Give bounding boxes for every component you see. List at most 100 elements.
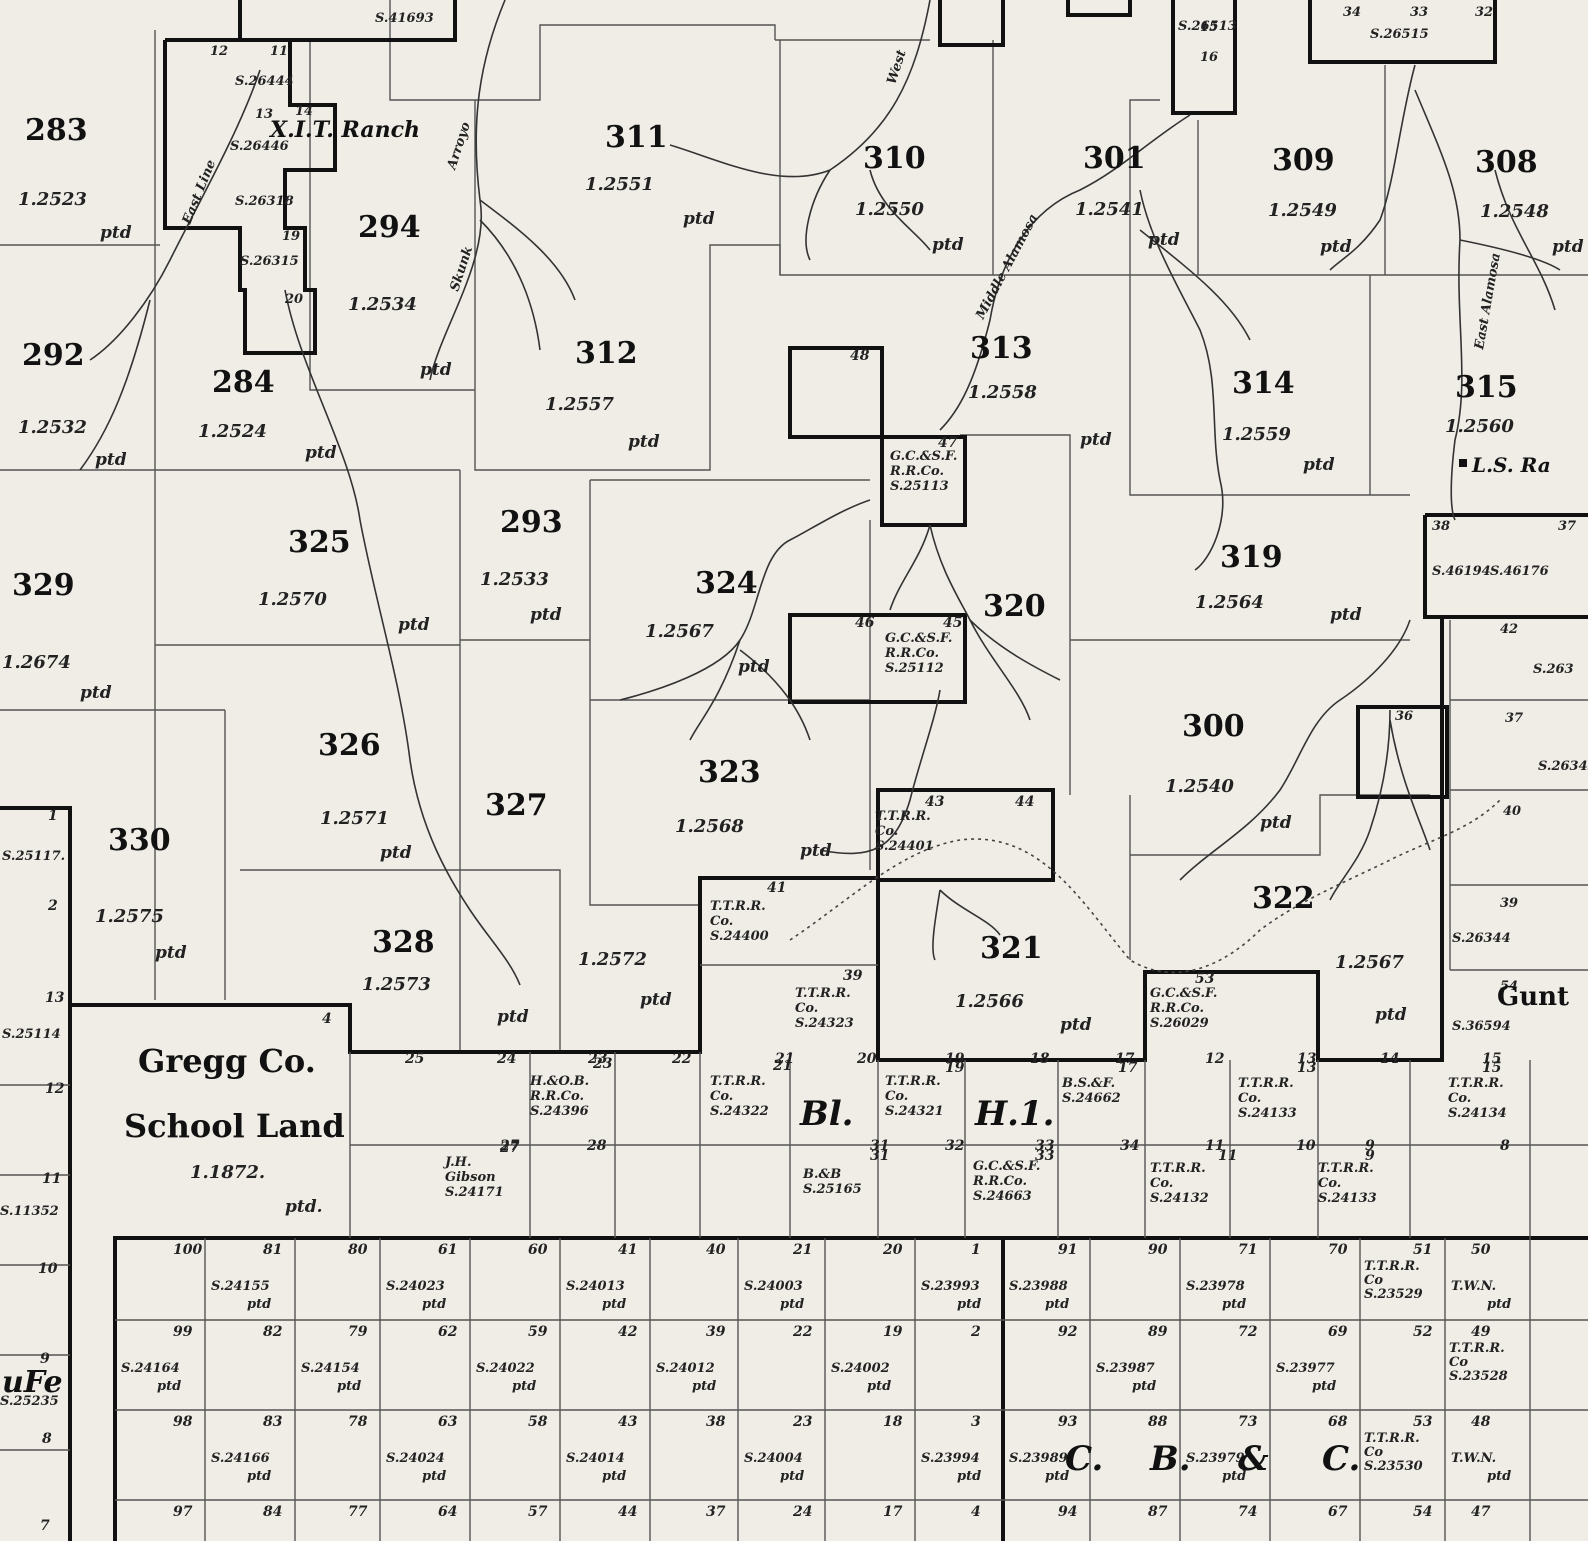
upper-left-cert: S.26446 [230,139,289,154]
survey-308-cert: 1.2548 [1480,201,1549,222]
survey-293-ptd: ptd [530,605,562,625]
section-13-owner-line: T.T.R.R. [1238,1076,1294,1091]
section-43-owner-line: Co. [875,824,898,839]
section-21-owner-line: T.T.R.R. [710,1074,766,1089]
section-43-owner-line: S.24401 [875,839,934,854]
block-section-number: 15 [1482,1051,1501,1067]
block-section-number: 10 [1296,1138,1316,1154]
santa-fe-label: uFe [2,1365,63,1400]
grid-section-64-number: 64 [438,1504,457,1520]
block-section-number: 32 [945,1138,965,1154]
gregg-ptd: ptd. [285,1197,323,1217]
grid-section-82-number: 82 [263,1324,283,1340]
grid-section-43-number: 43 [618,1414,638,1430]
section-15-owner-line: Co. [1448,1091,1471,1106]
survey-321-cert: 1.2566 [955,991,1024,1012]
survey-315-cert: 1.2560 [1445,416,1514,437]
grid-section-63-number: 63 [438,1414,458,1430]
grid-section-93-ptd: ptd [1045,1469,1069,1484]
upper-right-section-number: 33 [1410,5,1428,20]
left-section-cert: S.25114 [2,1027,61,1042]
grid-section-23-cert: S.24004 [744,1451,803,1466]
survey-293-number: 293 [500,505,563,540]
upper-left-section-number: 14 [295,104,313,119]
survey-325-ptd: ptd [398,615,430,635]
section-9-owner-line: S.24133 [1318,1191,1377,1206]
section-31-number: 31 [870,1148,889,1164]
survey-313-cert: 1.2558 [968,382,1037,403]
grid-section-83-ptd: ptd [247,1469,271,1484]
section-23-owner-line: R.R.Co. [529,1089,584,1104]
block-section-number: 18 [1030,1051,1050,1067]
grid-section-51-number: 51 [1413,1242,1432,1258]
block-section-number: 23 [587,1051,608,1067]
grid-section-53-owner: Co [1364,1445,1383,1460]
grid-section-92-number: 92 [1058,1324,1078,1340]
ranch-house-marker [1459,459,1467,467]
survey-330-ptd: ptd [155,943,187,963]
grid-section-79-number: 79 [348,1324,368,1340]
grid-section-61-number: 61 [438,1242,457,1258]
survey-284-cert: 1.2524 [198,421,267,442]
section-17-owner-line: S.24662 [1062,1091,1121,1106]
grid-section-91-number: 91 [1058,1242,1077,1258]
survey-321-ptd: ptd [1060,1015,1092,1035]
block-section-number: 20 [856,1051,877,1067]
grid-section-47-number: 47 [1471,1504,1491,1520]
grid-section-53-owner: T.T.R.R. [1364,1431,1420,1446]
grid-section-79-cert: S.24154 [301,1361,360,1376]
survey-320-number: 320 [983,589,1046,624]
section-13-owner-line: S.24133 [1238,1106,1297,1121]
grid-section-89-ptd: ptd [1132,1379,1156,1394]
left-section-number: 10 [38,1261,58,1277]
survey-292-ptd: ptd [95,450,127,470]
grid-section-71-number: 71 [1238,1242,1257,1258]
block-section-number: 9 [1365,1138,1375,1154]
grid-section-73-number: 73 [1238,1414,1258,1430]
section-33-number: 33 [1035,1148,1055,1164]
section-11-owner-line: T.T.R.R. [1150,1161,1206,1176]
survey-284-ptd: ptd [305,443,337,463]
grid-section-73-cert: S.23979 [1186,1451,1245,1466]
upper-right-section-number: 39 [1500,896,1518,911]
section-45-owner-line: S.25112 [885,661,944,676]
grid-section-71-cert: S.23978 [1186,1279,1245,1294]
grid-section-72-number: 72 [1238,1324,1258,1340]
grid-section-67-number: 67 [1328,1504,1348,1520]
lower-section-grid [115,1238,1588,1541]
section-53-owner-line: S.26029 [1150,1016,1209,1031]
section-11-number: 11 [1218,1148,1237,1164]
section-39-owner-line: T.T.R.R. [795,986,851,1001]
survey-283-cert: 1.2523 [18,189,87,210]
left-section-number: 1 [48,808,58,824]
gregg-title-line2: School Land [124,1107,345,1145]
grid-section-4-number: 4 [971,1504,981,1520]
grid-section-73-ptd: ptd [1222,1469,1246,1484]
block-label-bl: Bl. [799,1094,854,1134]
section-41-number: 41 [767,880,786,896]
section-15-number: 15 [1482,1060,1501,1076]
grid-section-19-ptd: ptd [867,1379,891,1394]
grid-section-41-number: 41 [618,1242,637,1258]
left-section-cert: S.25235 [0,1394,59,1409]
section-31-owner-line: B.&B [802,1167,841,1182]
section-21-number: 21 [772,1058,792,1074]
grid-section-74-number: 74 [1238,1504,1257,1520]
xit-ranch-label: X.I.T. Ranch [268,117,420,143]
survey-312-cert: 1.2557 [545,394,614,415]
section-33-owner-line: R.R.Co. [972,1174,1027,1189]
cbc-amp-label: & [1238,1439,1269,1479]
section-53-number: 53 [1195,971,1215,987]
upper-left-section-number: 11 [270,44,288,59]
grid-section-59-ptd: ptd [512,1379,536,1394]
left-section-number: 2 [47,898,58,914]
upper-right-section-number: 38 [1432,519,1450,534]
survey-325-cert: 1.2570 [258,589,327,610]
grid-section-50-number: 50 [1471,1242,1491,1258]
grid-section-38-number: 38 [706,1414,726,1430]
grid-section-23-number: 23 [792,1414,813,1430]
upper-left-cert: S.26318 [235,194,294,209]
